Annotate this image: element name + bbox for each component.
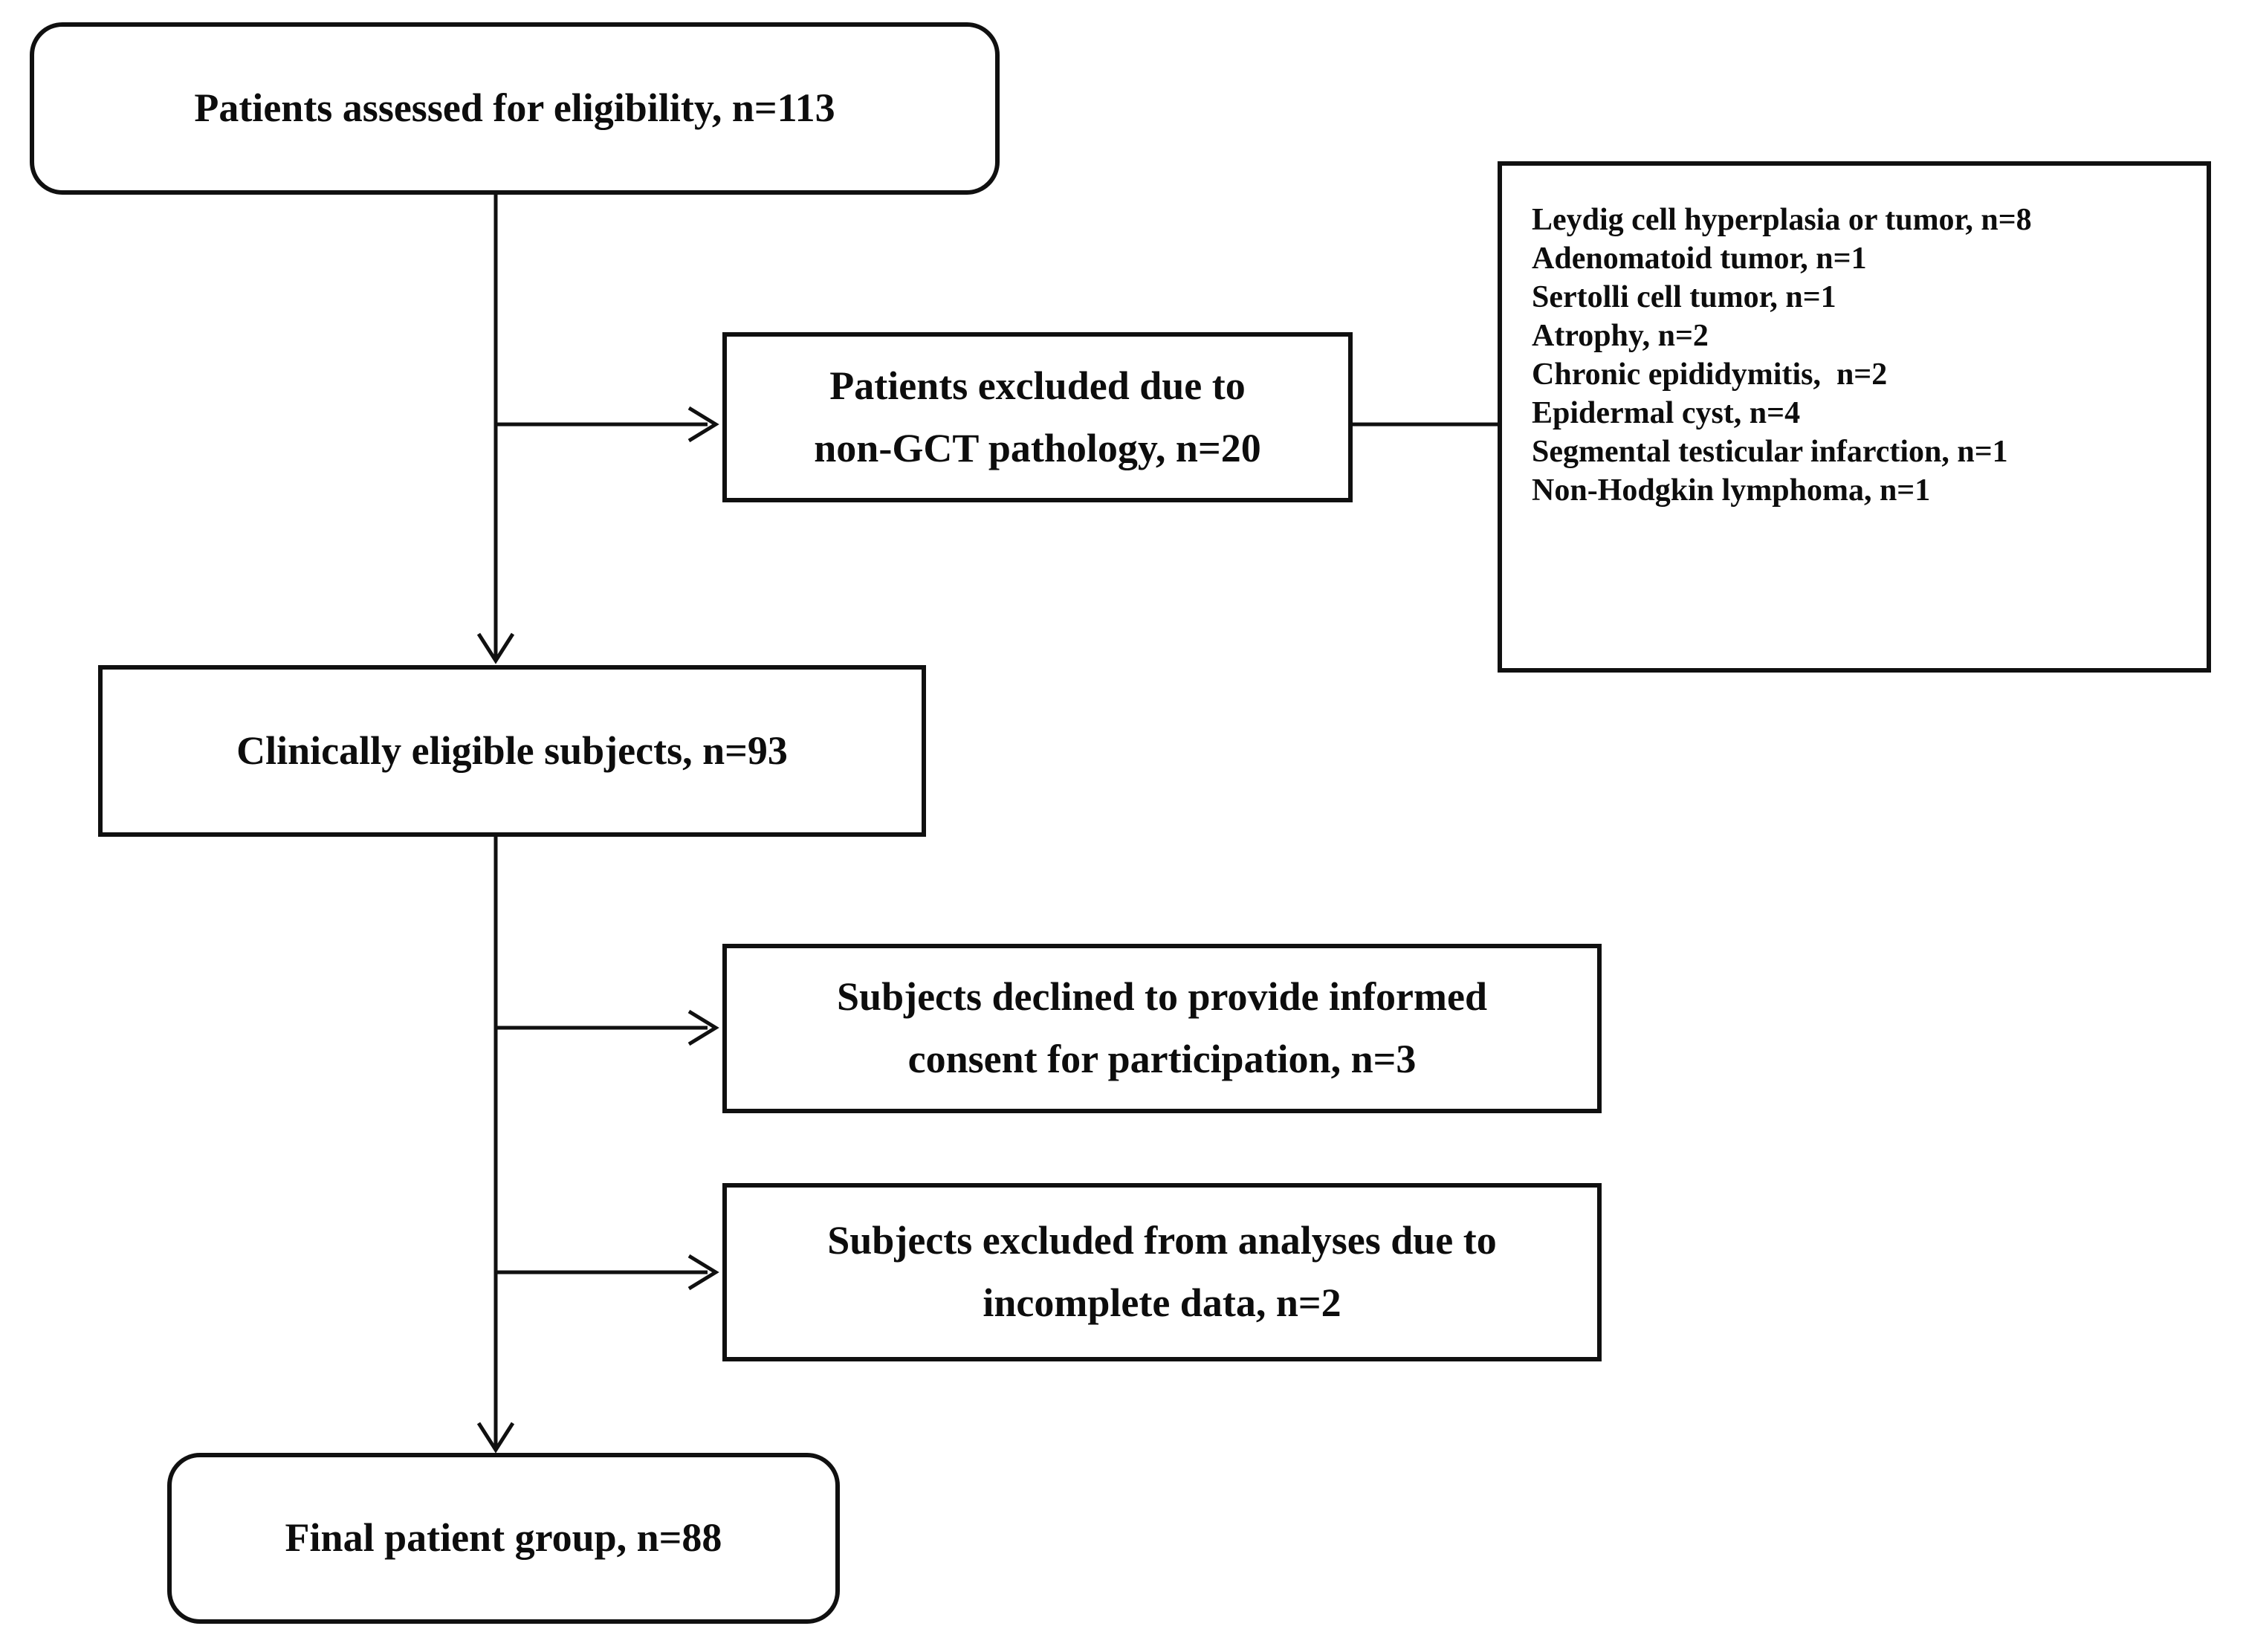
exclusion-item-infarction: Segmental testicular infarction, n=1 (1532, 435, 2008, 469)
arrowhead-down-final (476, 1422, 515, 1454)
box-patients-assessed-label: Patients assessed for eligibility, n=113 (194, 85, 835, 131)
box-clinically-eligible: Clinically eligible subjects, n=93 (98, 665, 926, 837)
box-exclusion-list: Leydig cell hyperplasia or tumor, n=8 Ad… (1498, 161, 2211, 673)
box-excluded-pathology: Patients excluded due to non-GCT patholo… (722, 332, 1353, 502)
box-incomplete-data: Subjects excluded from analyses due to i… (722, 1183, 1602, 1361)
box-final-patient-group-label: Final patient group, n=88 (285, 1515, 722, 1561)
box-final-patient-group: Final patient group, n=88 (167, 1453, 840, 1624)
exclusion-item-leydig: Leydig cell hyperplasia or tumor, n=8 (1532, 203, 2032, 237)
exclusion-item-epidermal-cyst: Epidermal cyst, n=4 (1532, 396, 1801, 430)
exclusion-item-lymphoma: Non-Hodgkin lymphoma, n=1 (1532, 473, 1931, 508)
box-patients-assessed: Patients assessed for eligibility, n=113 (30, 22, 1000, 195)
box-clinically-eligible-label: Clinically eligible subjects, n=93 (236, 728, 788, 773)
exclusion-item-atrophy: Atrophy, n=2 (1532, 319, 1709, 353)
exclusion-item-sertolli: Sertolli cell tumor, n=1 (1532, 280, 1836, 314)
box-declined-consent: Subjects declined to provide informed co… (722, 944, 1602, 1113)
arrowhead-right-declined (687, 1009, 719, 1046)
arrowhead-right-incomplete (687, 1254, 719, 1291)
box-incomplete-data-line1: Subjects excluded from analyses due to (827, 1218, 1497, 1263)
box-excluded-pathology-line1: Patients excluded due to (829, 363, 1246, 408)
box-declined-consent-line2: consent for participation, n=3 (907, 1037, 1417, 1081)
exclusion-item-epididymitis: Chronic epididymitis, n=2 (1532, 357, 1888, 392)
arrowhead-right-excluded (687, 406, 719, 443)
arrowhead-down-eligible (476, 632, 515, 664)
box-excluded-pathology-line2: non-GCT pathology, n=20 (814, 425, 1261, 470)
box-declined-consent-line1: Subjects declined to provide informed (837, 974, 1487, 1020)
exclusion-item-adenomatoid: Adenomatoid tumor, n=1 (1532, 242, 1867, 276)
box-incomplete-data-line2: incomplete data, n=2 (983, 1280, 1341, 1325)
